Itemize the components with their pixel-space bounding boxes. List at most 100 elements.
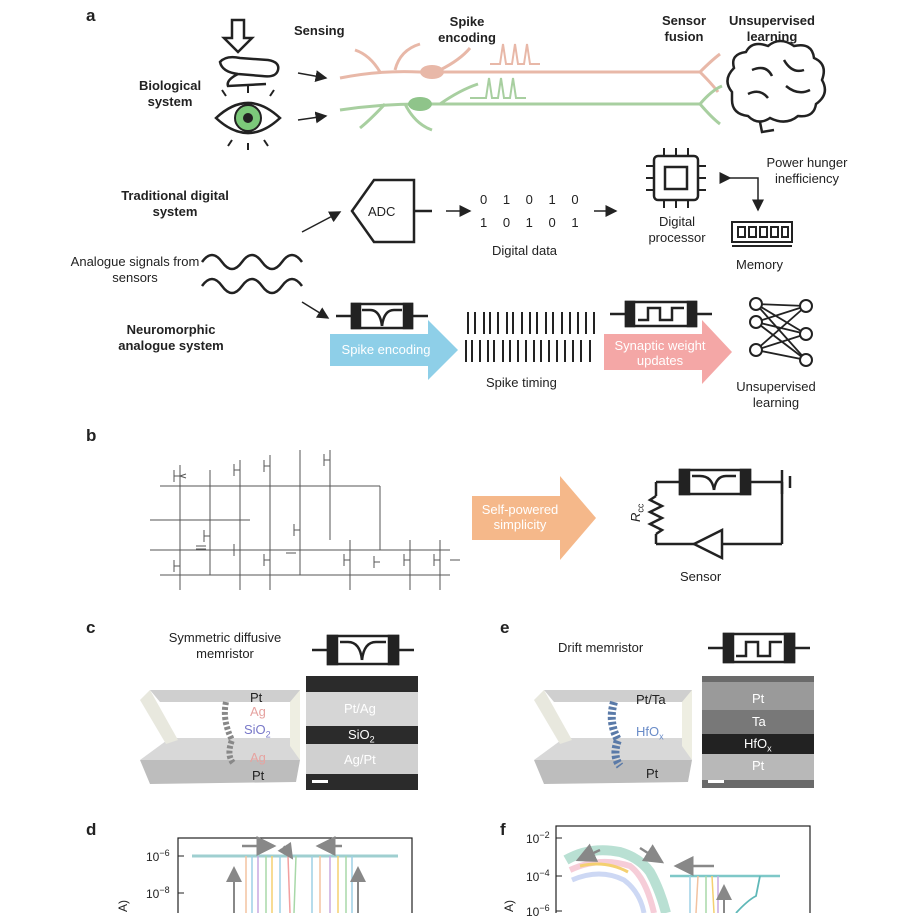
spike-encoding-label: Spike encoding — [438, 14, 496, 45]
panel-label-f: f — [500, 820, 506, 839]
d-ytick-2-exp: −8 — [159, 885, 170, 895]
f-ytick-2-exp: −4 — [539, 868, 550, 878]
sensing-label: Sensing — [294, 23, 345, 38]
bits-row-1: 0 1 0 1 0 — [480, 192, 585, 207]
neuron-top — [339, 42, 721, 93]
f-ylabel: A) — [502, 900, 516, 912]
layer-pt-bottom-c: Pt — [252, 768, 265, 783]
d-ytick-1-exp: −6 — [159, 848, 170, 858]
analogue-wave-2 — [200, 277, 304, 295]
traditional-digital-label: Traditional digital system — [121, 188, 229, 219]
panel-label-c: c — [86, 618, 96, 637]
f-ytick-3: 10−6 — [526, 903, 550, 919]
cpu-icon — [646, 148, 706, 208]
diffusive-device-illustration — [140, 690, 300, 784]
arrow-touch — [297, 70, 328, 83]
neuromorphic-label: Neuromorphic analogue system — [118, 322, 224, 353]
f-ytick-1-base: 10 — [526, 832, 540, 846]
sensor-label: Sensor — [680, 569, 722, 584]
transistor-circuit-schematic — [150, 450, 460, 590]
diffusive-tem-image — [306, 676, 418, 790]
spike-encoding-arrow-label: Spike encoding — [341, 342, 431, 357]
panel-label-b: b — [86, 426, 97, 445]
neuron-top-soma — [420, 65, 444, 79]
sensor-fusion-label: Sensor fusion — [661, 13, 707, 44]
diffusive-memristor-symbol-c — [312, 634, 414, 666]
arrow-eye — [297, 111, 328, 124]
tem-ag-pt: Ag/Pt — [344, 752, 376, 767]
neuron-bottom-soma — [408, 97, 432, 111]
power-inefficiency-label: Power hunger inefficiency — [766, 155, 848, 186]
f-ytick-2-base: 10 — [526, 870, 540, 884]
biological-system-label: Biological system — [138, 78, 202, 109]
memory-icon — [731, 221, 793, 247]
memory-label: Memory — [736, 257, 783, 272]
layer-pt-top-c: Pt — [250, 690, 263, 705]
spike-encoding-arrow — [330, 320, 458, 380]
drift-memristor-label: Drift memristor — [558, 640, 644, 655]
arrow-to-neuromorphic — [301, 301, 330, 319]
eye-icon — [214, 86, 282, 150]
d-ytick-2: 10−8 — [146, 885, 170, 901]
drift-memristor-symbol — [610, 300, 712, 328]
self-powered-arrow — [472, 476, 596, 560]
tem-hfox-sub: x — [767, 743, 772, 754]
diffusive-memristor-symbol — [336, 302, 428, 330]
spike-timing-label: Spike timing — [486, 375, 557, 390]
tem-pt-bottom-e: Pt — [752, 758, 765, 773]
layer-pt-ta-e: Pt/Ta — [636, 692, 666, 707]
spike-timing-bars — [465, 312, 595, 362]
brain-icon — [726, 39, 827, 134]
spike-train-bottom — [470, 77, 526, 99]
panel-label-a: a — [86, 6, 96, 25]
unsupervised-learning-bio-label: Unsupervised learning — [729, 13, 815, 44]
tem-pt-top-e: Pt — [752, 691, 765, 706]
tem-pt-ag: Pt/Ag — [344, 701, 376, 716]
f-ytick-3-base: 10 — [526, 905, 540, 919]
f-ytick-2: 10−4 — [526, 868, 550, 884]
panel-label-e: e — [500, 618, 510, 637]
synaptic-arrow-label: Synaptic weight updates — [614, 338, 706, 368]
tem-sio2-sub: 2 — [369, 734, 375, 745]
bits-row-2: 1 0 1 0 1 — [480, 215, 585, 230]
tem-sio2: SiO2 — [348, 727, 375, 745]
synaptic-arrow — [604, 320, 732, 384]
spike-train-top — [490, 43, 540, 65]
drift-memristor-symbol-e — [708, 632, 810, 664]
d-ytick-1-base: 10 — [146, 850, 160, 864]
f-ytick-1: 10−2 — [526, 830, 550, 846]
analogue-signals-label: Analogue signals from sensors — [70, 254, 200, 285]
adc-block — [350, 178, 432, 244]
rcc-sub: cc — [635, 503, 646, 513]
tem-ta-e: Ta — [752, 714, 766, 729]
tem-hfox-text: HfO — [744, 736, 768, 751]
tem-sio2-text: SiO — [348, 727, 370, 742]
layer-hfox-text: HfO — [636, 724, 660, 739]
layer-sio2-sub: 2 — [265, 729, 271, 740]
self-powered-label: Self-powered simplicity — [481, 502, 559, 532]
neuron-bottom — [339, 82, 723, 132]
layer-ag-top-c: Ag — [250, 704, 266, 719]
d-ytick-2-base: 10 — [146, 887, 160, 901]
layer-sio2-c: SiO2 — [244, 722, 271, 740]
symmetric-diffusive-label: Symmetric diffusive memristor — [168, 630, 282, 661]
d-ytick-1: 10−6 — [146, 848, 170, 864]
finger-press-icon — [218, 18, 280, 88]
drift-tem-image — [702, 676, 814, 788]
d-ylabel: A) — [116, 900, 130, 912]
f-ytick-1-exp: −2 — [539, 830, 550, 840]
adc-label: ADC — [368, 204, 396, 219]
layer-pt-bottom-e: Pt — [646, 766, 659, 781]
plot-f — [555, 825, 811, 913]
rcc-label: Rcc — [628, 504, 646, 522]
arrow-to-adc — [301, 211, 342, 233]
neural-network-icon — [749, 297, 813, 367]
digital-processor-label: Digital processor — [648, 214, 706, 245]
layer-sio2-text: SiO — [244, 722, 266, 737]
layer-hfox-e: HfOx — [636, 724, 664, 742]
plot-d — [177, 836, 413, 913]
arrow-processor-memory — [719, 172, 764, 212]
layer-hfox-sub: x — [659, 731, 664, 742]
f-ytick-3-exp: −6 — [539, 903, 550, 913]
